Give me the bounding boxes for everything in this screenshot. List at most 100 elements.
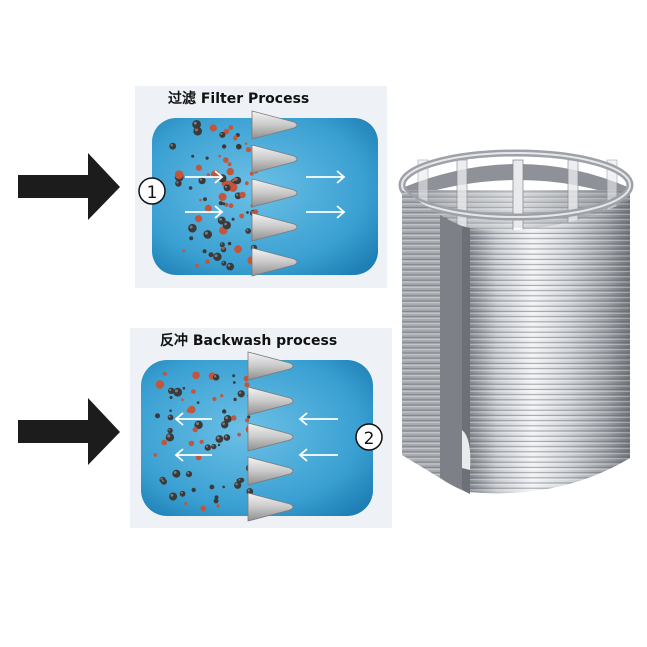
particle-icon bbox=[224, 202, 229, 207]
particle-icon bbox=[211, 443, 217, 450]
particle-icon bbox=[169, 492, 178, 501]
particle-icon bbox=[169, 409, 172, 413]
particle-icon bbox=[167, 427, 173, 434]
particle-icon bbox=[167, 414, 174, 421]
particle-icon bbox=[246, 211, 249, 214]
particle-highlight bbox=[224, 185, 228, 189]
particle-icon bbox=[244, 142, 248, 145]
particle-icon bbox=[188, 223, 197, 233]
particle-icon bbox=[169, 142, 177, 150]
particle-highlight bbox=[176, 181, 179, 184]
particle-icon bbox=[222, 202, 226, 206]
particle-icon bbox=[218, 201, 223, 206]
particle-icon bbox=[226, 167, 234, 176]
particle-highlight bbox=[214, 254, 218, 258]
particle-highlight bbox=[222, 261, 225, 264]
particle-icon bbox=[203, 197, 207, 202]
particle-icon bbox=[216, 504, 220, 508]
particle-highlight bbox=[170, 144, 173, 147]
particle-icon bbox=[182, 386, 186, 390]
flow-arrow-head bbox=[336, 205, 346, 219]
particle-icon bbox=[219, 131, 226, 138]
particle-icon bbox=[223, 128, 230, 135]
particle-icon bbox=[184, 502, 188, 505]
inflow-arrow-icon-top bbox=[18, 153, 120, 220]
particle-icon bbox=[223, 434, 231, 441]
particle-icon bbox=[232, 381, 236, 384]
flow-arrow-head bbox=[174, 448, 184, 462]
backwash-flow-arrows bbox=[174, 412, 338, 462]
particle-icon bbox=[205, 156, 209, 160]
backwash-step-badge bbox=[355, 423, 383, 451]
particle-highlight bbox=[187, 472, 190, 475]
particle-icon bbox=[221, 260, 227, 266]
filter-step-number: 1 bbox=[147, 183, 158, 203]
particle-icon bbox=[162, 371, 167, 376]
particle-icon bbox=[198, 177, 206, 185]
backwash-step-number: 2 bbox=[364, 429, 375, 449]
particle-icon bbox=[185, 471, 193, 478]
particle-icon bbox=[155, 413, 160, 419]
particle-highlight bbox=[219, 218, 223, 221]
particle-icon bbox=[181, 398, 184, 401]
particle-highlight bbox=[247, 489, 250, 492]
particle-icon bbox=[155, 380, 165, 389]
particle-highlight bbox=[220, 133, 223, 135]
flow-arrow-head bbox=[298, 448, 308, 462]
particle-icon bbox=[208, 252, 214, 258]
particle-icon bbox=[195, 164, 202, 171]
wedge-wire-icon bbox=[247, 492, 294, 522]
particle-icon bbox=[212, 374, 220, 381]
particle-icon bbox=[204, 204, 212, 212]
flow-arrow-head bbox=[214, 170, 224, 184]
flow-arrow-head bbox=[298, 412, 308, 426]
particle-icon bbox=[246, 147, 251, 153]
particle-icon bbox=[192, 120, 202, 129]
particle-icon bbox=[182, 249, 186, 253]
particle-highlight bbox=[189, 225, 193, 229]
particle-icon bbox=[168, 387, 175, 394]
particle-icon bbox=[188, 186, 193, 190]
particle-icon bbox=[214, 495, 219, 500]
filter-wedge-wire bbox=[251, 110, 298, 277]
particle-icon bbox=[196, 401, 200, 404]
wedge-wire-icon bbox=[247, 422, 294, 452]
particle-icon bbox=[219, 242, 225, 248]
particle-highlight bbox=[174, 389, 178, 393]
wedge-wire-icon bbox=[251, 110, 298, 140]
particle-icon bbox=[237, 432, 242, 437]
inflow-arrow-icon-bottom bbox=[18, 398, 120, 465]
particle-icon bbox=[179, 490, 186, 497]
particle-icon bbox=[199, 439, 204, 444]
particle-icon bbox=[213, 252, 222, 261]
particle-icon bbox=[253, 209, 259, 214]
particle-highlight bbox=[251, 245, 255, 248]
particle-highlight bbox=[235, 483, 238, 486]
particle-icon bbox=[188, 440, 195, 447]
particle-highlight bbox=[220, 243, 223, 245]
particle-icon bbox=[217, 216, 226, 225]
particle-highlight bbox=[205, 445, 208, 448]
particle-icon bbox=[209, 484, 215, 490]
particle-icon bbox=[245, 228, 252, 234]
particle-icon bbox=[247, 415, 251, 419]
particle-icon bbox=[221, 246, 225, 250]
particle-highlight bbox=[195, 422, 199, 426]
particle-icon bbox=[231, 415, 237, 421]
particle-icon bbox=[191, 154, 195, 158]
particle-icon bbox=[213, 498, 219, 504]
particle-icon bbox=[174, 170, 184, 179]
particle-icon bbox=[192, 371, 200, 380]
particle-icon bbox=[203, 230, 212, 239]
particle-icon bbox=[153, 453, 157, 457]
particle-highlight bbox=[238, 478, 241, 481]
particle-highlight bbox=[169, 388, 172, 391]
particle-icon bbox=[233, 177, 237, 181]
cylinder-screen-icon bbox=[398, 149, 634, 494]
particle-icon bbox=[222, 485, 225, 489]
particle-icon bbox=[169, 396, 173, 399]
particle-icon bbox=[161, 439, 168, 446]
particle-highlight bbox=[199, 178, 203, 181]
particle-highlight bbox=[168, 428, 171, 431]
particle-icon bbox=[206, 173, 210, 177]
